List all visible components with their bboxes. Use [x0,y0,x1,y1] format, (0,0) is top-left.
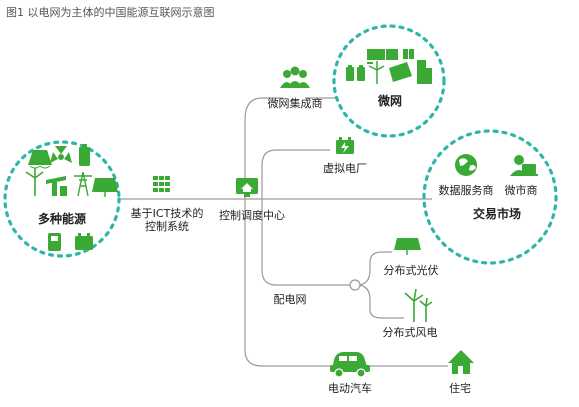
branch-ev [244,349,332,367]
branch-microgrid-integrator [244,97,283,121]
building-icon [417,60,432,84]
distributed-pv-label: 分布式光伏 [383,264,439,277]
battery-icon [79,144,90,166]
branch-wind [356,284,404,319]
branch-vpp [261,149,330,199]
oil-pump-icon [46,176,67,196]
nuclear-icon [50,146,72,163]
solar-panel-icon [92,178,118,197]
container-icon [367,49,398,64]
solar-panel-icon [389,62,412,82]
distribution-grid-label: 配电网 [273,293,307,306]
solar-panel-icon [394,238,421,255]
ict-control-label: 基于ICT技术的 控制系统 [131,207,204,233]
grid-blocks-icon [403,49,414,59]
branch-distribution [261,199,350,286]
charger-icon [48,233,61,251]
transmission-tower-icon [74,171,92,197]
market-label: 交易市场 [472,207,522,221]
battery-icon [357,65,365,81]
dispatch-center-label: 控制调度中心 [219,209,285,222]
monitor-home-icon [236,178,258,197]
ict-control-line-2: 控制系统 [145,220,189,233]
branch-pv [356,251,392,286]
electric-vehicle-label: 电动汽车 [328,382,372,395]
junction-node [349,279,361,291]
microgrid-integrator-label: 微网集成商 [267,97,323,110]
house-icon [448,350,474,374]
market-circle [422,129,558,265]
virtual-power-plant-label: 虚拟电厂 [323,162,367,175]
wind-turbine-icon [404,288,433,322]
battery-small-icon [75,233,93,250]
microgrid-label: 微网 [377,94,403,108]
energy-sources-label: 多种能源 [37,212,87,226]
microgrid-circle [332,24,446,138]
distributed-wind-label: 分布式风电 [382,326,438,339]
globe-icon [455,154,477,176]
people-icon [280,66,310,88]
battery-icon [346,65,354,81]
wind-turbine-icon [368,61,385,84]
connector-lines [118,97,448,367]
wind-turbine-icon [25,168,44,196]
vpp-battery-icon [336,137,354,154]
ict-control-line-1: 基于ICT技术的 [130,207,204,220]
electric-car-icon [330,352,370,378]
energy-sources-circle [3,140,121,258]
figure-title: 图1 以电网为主体的中国能源互联网示意图 [6,6,215,19]
user-laptop-icon [510,155,538,176]
keypad-icon [153,176,170,192]
micro-merchant-label: 微市商 [504,184,538,197]
residence-label: 住宅 [449,382,471,395]
data-service-label: 数据服务商 [438,184,494,197]
dam-icon [28,150,52,169]
